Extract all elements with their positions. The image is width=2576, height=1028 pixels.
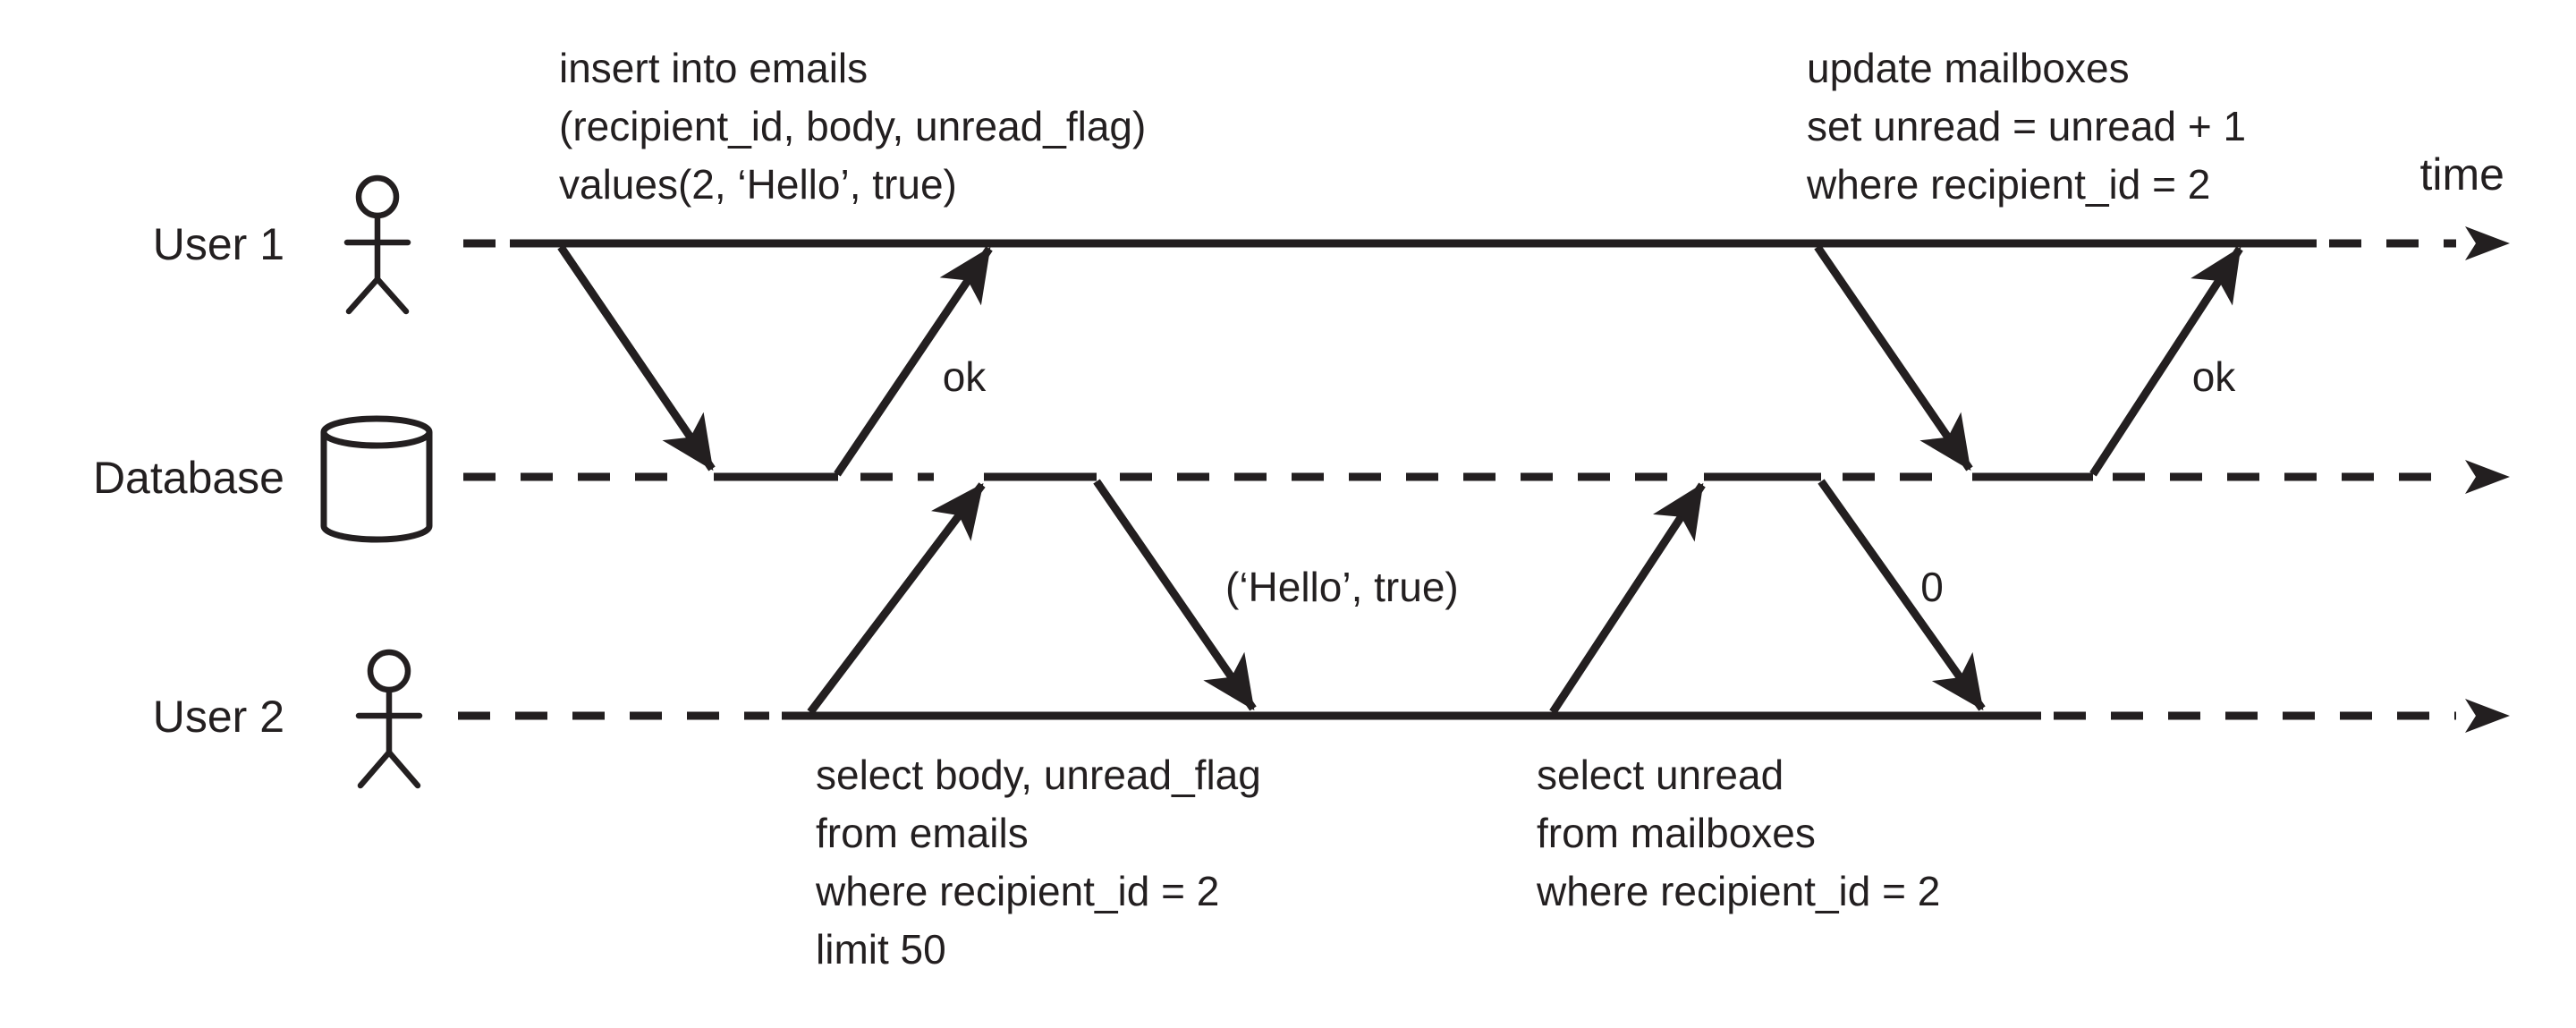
select-mailboxes-response-label: 0 (1920, 564, 1944, 610)
select-mailboxes-query-line: select unread (1537, 752, 1784, 798)
select-emails-query-line: limit 50 (816, 926, 946, 973)
arrow-select-emails-response (1093, 479, 1257, 711)
database-cylinder-icon (320, 415, 433, 543)
arrow-select-mailboxes-response (1818, 479, 1986, 711)
select-emails-query-line: where recipient_id = 2 (815, 868, 1219, 914)
person-right-leg (386, 749, 421, 789)
person-right-leg (374, 276, 410, 315)
person-icon (343, 174, 411, 315)
actor-label-user2: User 2 (153, 692, 284, 742)
update-query-annotation: update mailboxes set unread = unread + 1… (1806, 45, 2246, 208)
select-mailboxes-query-line: where recipient_id = 2 (1536, 868, 1940, 914)
user1-time-arrowhead-icon (2465, 226, 2510, 260)
actor-label-database: Database (93, 453, 284, 503)
actor-label-user1: User 1 (153, 219, 284, 269)
select-emails-query-line: from emails (816, 810, 1029, 856)
arrow-update-response (2089, 246, 2243, 477)
database-timeline (463, 460, 2510, 494)
user1-timeline (463, 226, 2510, 260)
update-query-line: set unread = unread + 1 (1807, 103, 2246, 149)
arrow-select-mailboxes-request (1549, 482, 1706, 715)
person-head (367, 649, 411, 693)
arrow-select-emails-request (807, 482, 986, 715)
arrow-insert-response (834, 246, 993, 477)
message-arrows (557, 244, 2243, 715)
select-mailboxes-query-annotation: select unread from mailboxes where recip… (1536, 752, 1940, 914)
update-query-line: where recipient_id = 2 (1806, 161, 2210, 208)
insert-query-annotation: insert into emails (recipient_id, body, … (559, 45, 1146, 208)
update-query-line: update mailboxes (1807, 45, 2130, 91)
person-head (355, 174, 400, 219)
user2-time-arrowhead-icon (2465, 699, 2510, 733)
insert-response-label: ok (943, 353, 987, 400)
update-response-label: ok (2192, 353, 2237, 400)
response-labels: ok (‘Hello’, true) 0 ok (943, 353, 2237, 610)
actor-lane-headers: User 1 Database User 2 (93, 219, 284, 742)
select-emails-query-line: select body, unread_flag (816, 752, 1261, 798)
cylinder-body (320, 432, 433, 543)
person-left-leg (345, 276, 381, 315)
insert-query-line: (recipient_id, body, unread_flag) (559, 103, 1146, 149)
user2-timeline (458, 699, 2510, 733)
arrow-insert-request (557, 244, 716, 472)
insert-query-line: values(2, ‘Hello’, true) (559, 161, 957, 208)
select-emails-query-annotation: select body, unread_flag from emails whe… (815, 752, 1261, 973)
time-axis-label: time (2420, 149, 2504, 200)
select-emails-response-label: (‘Hello’, true) (1225, 564, 1459, 610)
person-icon (355, 649, 423, 789)
person-left-leg (357, 749, 393, 789)
database-time-arrowhead-icon (2465, 460, 2510, 494)
cylinder-top (320, 415, 433, 449)
select-mailboxes-query-line: from mailboxes (1537, 810, 1816, 856)
arrow-update-request (1814, 244, 1973, 472)
insert-query-line: insert into emails (559, 45, 868, 91)
